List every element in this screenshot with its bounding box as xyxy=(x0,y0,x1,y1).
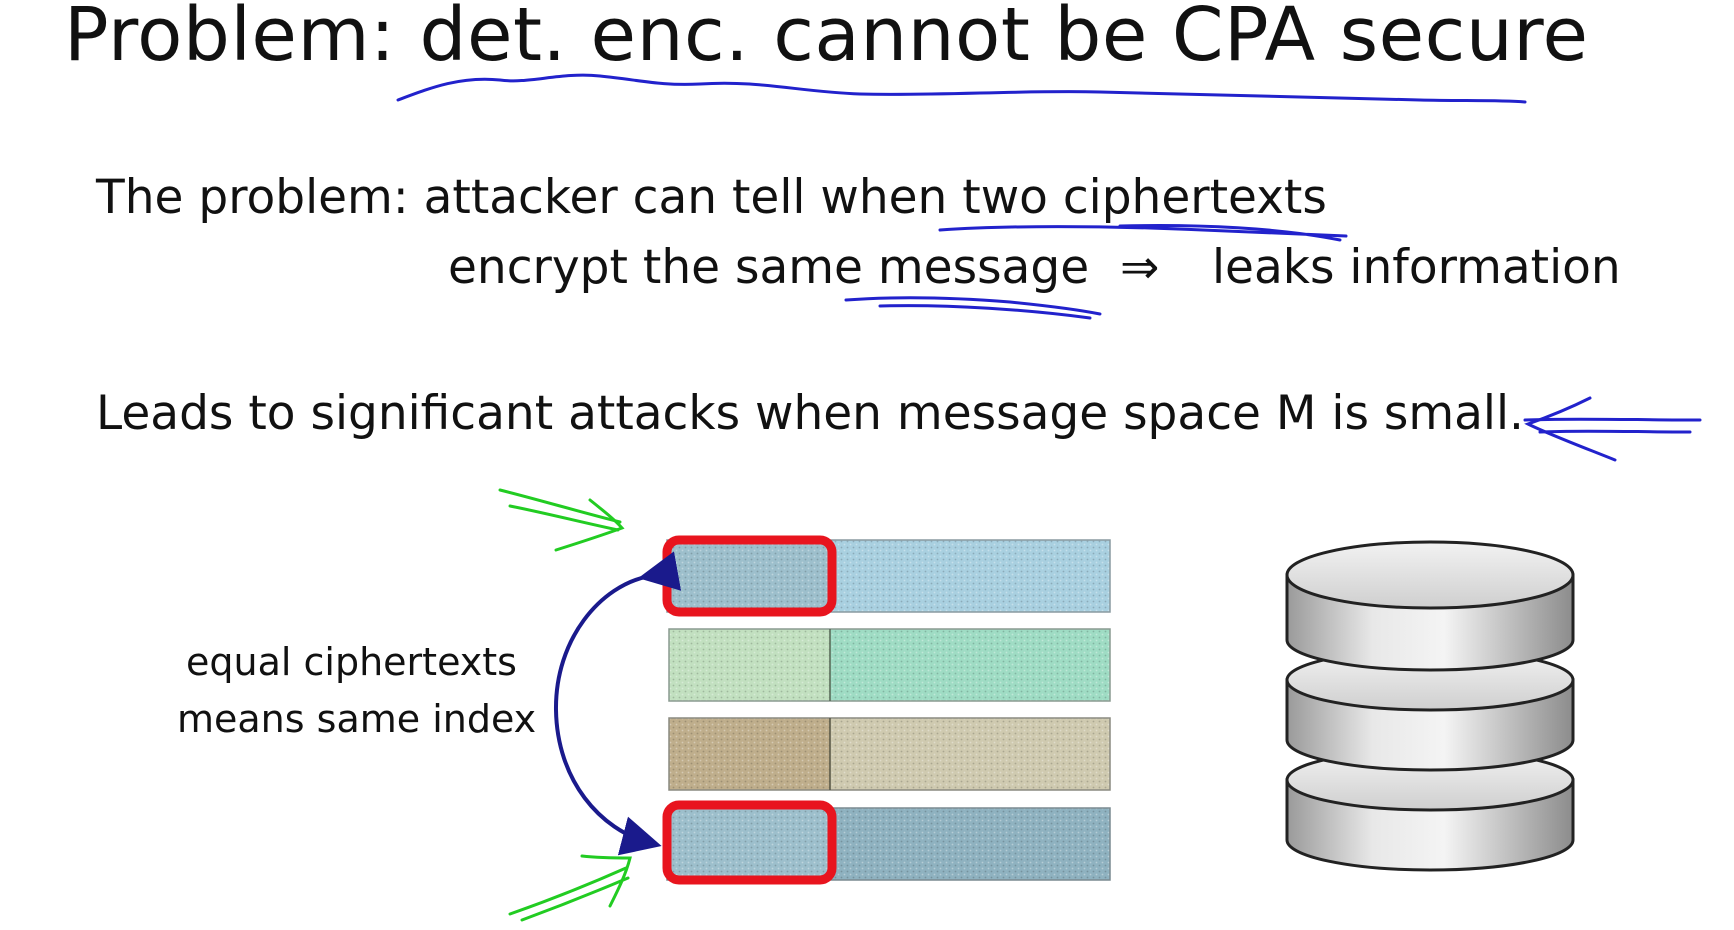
database-icon xyxy=(1285,540,1575,872)
ciphertext-table xyxy=(666,539,1111,881)
problem-statement-line2: encrypt the same message xyxy=(448,240,1090,295)
green-arrow-annotation-icon xyxy=(508,854,632,922)
table-row xyxy=(666,539,1111,613)
diagram-caption-line2: means same index xyxy=(177,697,537,741)
green-arrow-annotation-icon xyxy=(498,488,625,552)
title-underline-annotation xyxy=(396,73,1527,104)
table-row xyxy=(666,807,1111,881)
table-row xyxy=(668,717,1111,791)
curved-arrow-icon xyxy=(553,551,682,856)
diagram-caption-line1: equal ciphertexts xyxy=(186,640,517,684)
left-arrow-annotation-icon xyxy=(1523,396,1702,462)
ciphertexts-underline-annotation xyxy=(938,224,1348,242)
attack-statement: Leads to significant attacks when messag… xyxy=(96,386,1524,441)
slide-title: Problem: det. enc. cannot be CPA secure xyxy=(64,0,1589,78)
message-underline-annotation xyxy=(844,296,1102,320)
implies-symbol: ⇒ xyxy=(1120,240,1160,295)
problem-statement-consequence: leaks information xyxy=(1212,240,1621,295)
table-row xyxy=(668,628,1111,702)
problem-statement-line1: The problem: attacker can tell when two … xyxy=(96,170,1327,225)
